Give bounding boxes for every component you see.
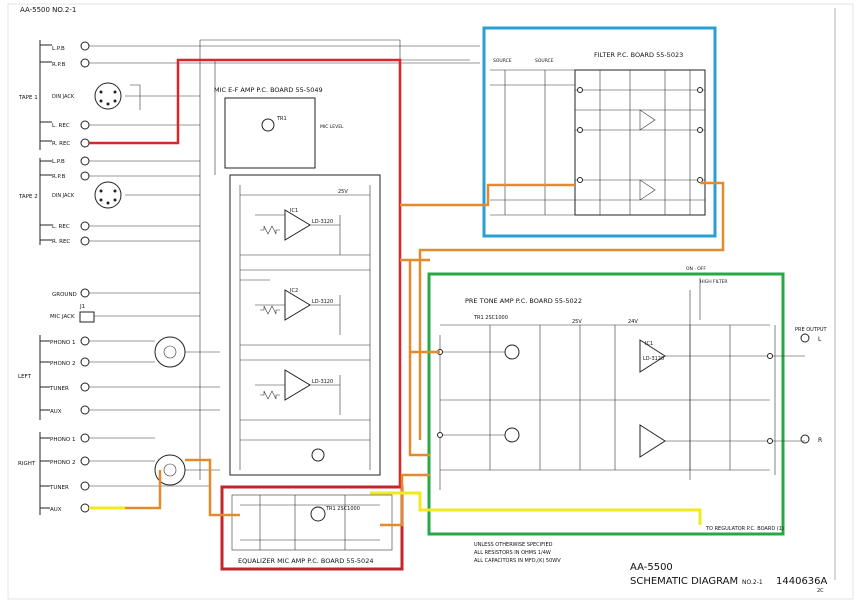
jack-rpb1 xyxy=(80,58,90,68)
label-din1: DIN JACK xyxy=(52,94,75,100)
signal-paths xyxy=(89,58,725,527)
label-tr1: TR1 xyxy=(276,116,287,122)
label-25v-a: 25V xyxy=(338,189,348,195)
signal-path-orange-mid xyxy=(400,258,440,457)
tape2-section: L.P.B R.P.B TAPE 2 DIN JACK L. REC R. RE… xyxy=(18,156,200,246)
transistor-tr1 xyxy=(261,118,275,132)
filter-board: FILTER P.C. BOARD 55-5023 SOURCE SOURCE xyxy=(482,26,717,238)
note-line-1: UNLESS OTHERWISE SPECIFIED xyxy=(474,542,553,548)
label-tape2: TAPE 2 xyxy=(18,194,38,200)
label-lrec2: L. REC xyxy=(52,224,70,230)
label-j1: J1 xyxy=(79,304,85,310)
board-label-equalizer: EQUALIZER MIC AMP P.C. BOARD 55-5024 xyxy=(238,557,373,565)
label-rrec2: R. REC xyxy=(52,239,70,245)
label-din2: DIN JACK xyxy=(52,193,75,199)
label-micjack: MIC JACK xyxy=(50,314,75,320)
label-ld3120-b: LD-3120 xyxy=(312,299,333,305)
label-eq-tr: TR1 2SC1000 xyxy=(325,506,360,512)
board-label-mic-ef: MIC E-F AMP P.C. BOARD 55-5049 xyxy=(214,86,323,94)
label-on-off: ON · OFF xyxy=(686,266,706,272)
mic-ef-board: MIC E-F AMP P.C. BOARD 55-5049 TR1 MIC L… xyxy=(199,39,470,480)
label-tape1: TAPE 1 xyxy=(18,95,38,101)
label-pre-output: PRE OUTPUT xyxy=(795,327,828,333)
label-phono1-left: PHONO 1 xyxy=(50,340,75,346)
note-regulator: TO REGULATOR P.C. BOARD (1) xyxy=(705,526,784,532)
label-mic-level: MIC LEVEL xyxy=(320,124,344,130)
tape1-section: L.P.B R.P.B TAPE 1 DIN JACK L. REC R. RE… xyxy=(18,40,480,150)
label-ic2: IC2 xyxy=(290,288,298,294)
jack-rrec1 xyxy=(80,138,90,148)
din-jack-1 xyxy=(94,82,122,110)
equalizer-board: EQUALIZER MIC AMP P.C. BOARD 55-5024 TR1… xyxy=(220,485,404,571)
title-model: AA-5500 xyxy=(630,562,673,573)
label-ld3120-c: LD-3120 xyxy=(312,379,333,385)
doc-suffix: 2C xyxy=(817,588,824,594)
label-lpb2: L.P.B xyxy=(52,159,65,165)
label-rrec1: R. REC xyxy=(52,141,70,147)
title-block: AA-5500 SCHEMATIC DIAGRAM NO.2-1 1440636… xyxy=(630,562,828,594)
signal-path-orange-eq xyxy=(380,473,430,527)
note-line-2: ALL RESISTORS IN OHMS 1/4W xyxy=(474,550,551,556)
board-label-pretone: PRE TONE AMP P.C. BOARD 55-5022 xyxy=(465,297,582,305)
label-pretone-ic: IC1 xyxy=(645,341,653,347)
mic-input-section: GROUND J1 MIC JACK xyxy=(50,288,200,323)
pretone-board: PRE TONE AMP P.C. BOARD 55-5022 ON · OFF… xyxy=(427,266,828,536)
label-pretone-tr: TR1 2SC1000 xyxy=(473,315,508,321)
label-ld3120-a: LD-3120 xyxy=(312,219,333,225)
label-ic1: IC1 xyxy=(290,208,298,214)
board-label-filter: FILTER P.C. BOARD 55-5023 xyxy=(594,51,683,59)
label-25v-b: 25V xyxy=(572,319,582,325)
label-out-l: L xyxy=(818,336,822,343)
label-high-filter: HIGH FILTER xyxy=(700,279,728,285)
label-pretone-ld: LD-3120 xyxy=(643,356,664,362)
signal-path-yellow xyxy=(89,491,702,525)
left-inputs: LEFT PHONO 1 PHONO 2 TUNER AUX xyxy=(18,335,220,420)
label-aux-right: AUX xyxy=(50,507,62,513)
label-phono1-right: PHONO 1 xyxy=(50,437,75,443)
din-jack-2 xyxy=(94,181,122,209)
doc-number: 1440636A xyxy=(776,576,828,587)
note-line-3: ALL CAPACITORS IN MFD,(K) 50WV xyxy=(474,558,561,564)
selector-wafer-left xyxy=(154,336,186,368)
label-tuner-left: TUNER xyxy=(49,386,69,392)
jack-lpb1 xyxy=(80,41,90,51)
label-rpb2: R.P.B xyxy=(52,174,66,180)
equalizer-board-highlight xyxy=(220,485,404,571)
label-ground: GROUND xyxy=(52,292,77,298)
pretone-board-highlight xyxy=(427,272,785,536)
jack-lrec1 xyxy=(80,120,90,130)
label-source-1: SOURCE xyxy=(493,58,512,64)
equalizer-main-board xyxy=(229,174,381,476)
label-rpb1: R.P.B xyxy=(52,62,66,68)
right-inputs: RIGHT PHONO 1 PHONO 2 TUNER AUX xyxy=(18,432,220,515)
label-phono2-left: PHONO 2 xyxy=(50,361,75,367)
title-main: SCHEMATIC DIAGRAM xyxy=(630,576,738,587)
label-out-r: R xyxy=(818,437,822,444)
label-aux-left: AUX xyxy=(50,409,62,415)
label-source-2: SOURCE xyxy=(535,58,554,64)
label-lrec1: L. REC xyxy=(52,123,70,129)
label-right: RIGHT xyxy=(18,461,36,467)
label-phono2-right: PHONO 2 xyxy=(50,460,75,466)
filter-board-highlight xyxy=(482,26,717,238)
title-no: NO.2-1 xyxy=(742,579,763,586)
label-left: LEFT xyxy=(18,374,32,380)
notes-block: UNLESS OTHERWISE SPECIFIED ALL RESISTORS… xyxy=(474,526,784,564)
signal-path-orange-top xyxy=(400,181,725,440)
signal-path-red xyxy=(89,58,402,487)
header-ref: AA-5500 NO.2-1 xyxy=(20,6,76,14)
label-24v: 24V xyxy=(628,319,638,325)
label-tuner-right: TUNER xyxy=(49,485,69,491)
label-lpb1: L.P.B xyxy=(52,46,65,52)
